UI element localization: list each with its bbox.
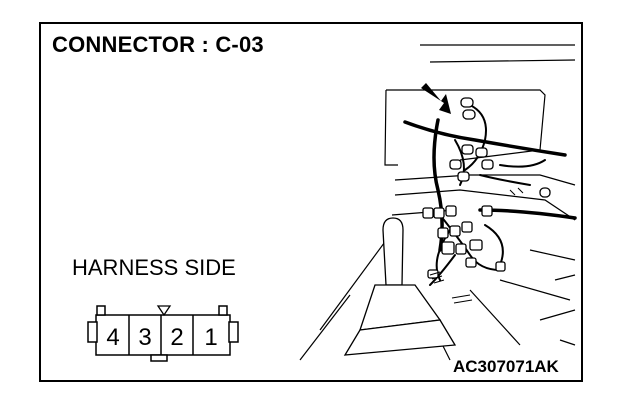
figure-code: AC307071AK xyxy=(453,357,559,376)
shift-lever xyxy=(343,217,457,356)
triangle-key-icon xyxy=(156,305,172,317)
arrow-pointer-icon xyxy=(421,83,451,114)
pin-label: 4 xyxy=(106,324,119,351)
console-outline xyxy=(299,44,576,361)
pin-label: 3 xyxy=(138,324,151,351)
harness-side-connector: 4 3 2 1 xyxy=(87,305,239,362)
pin-label: 1 xyxy=(204,324,217,351)
hatching xyxy=(429,187,524,304)
pin-label: 2 xyxy=(170,324,183,351)
harness-side-label: HARNESS SIDE xyxy=(72,255,236,280)
wiring-harness-main xyxy=(403,118,577,252)
harness-connectors xyxy=(422,97,551,279)
wiring-harness-branches xyxy=(429,104,546,286)
connector-title: CONNECTOR : C-03 xyxy=(52,32,264,57)
